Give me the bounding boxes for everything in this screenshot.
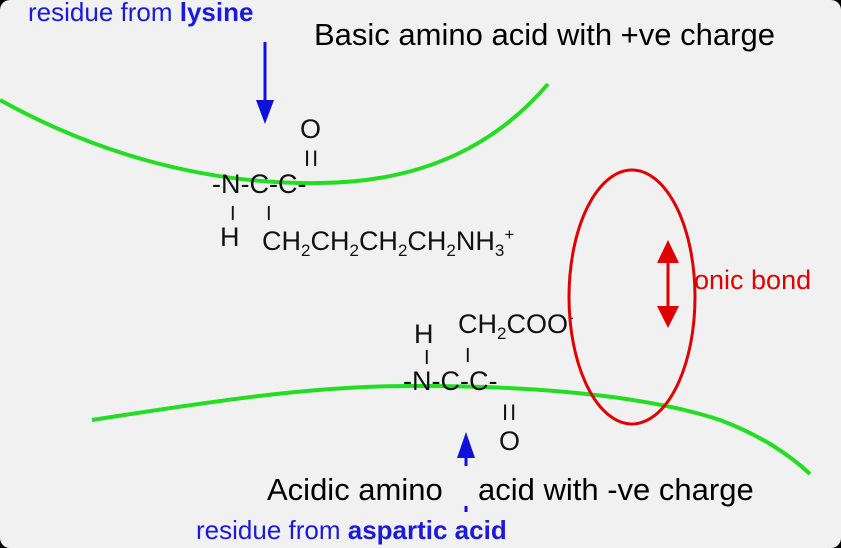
aspartic-carbonyl-double-bond: II xyxy=(502,400,518,425)
ionic-bond-label: onic bond xyxy=(694,265,811,295)
aspartic-n-bond: I xyxy=(424,347,430,369)
aspartic-arrowhead xyxy=(457,432,475,458)
basic-caption: Basic amino acid with +ve charge xyxy=(314,17,775,52)
caption-backing xyxy=(262,466,782,506)
aspartic-label: residue from aspartic acid xyxy=(196,515,507,545)
ionic-bond-arrowhead-up xyxy=(657,240,679,263)
lysine-n-bond: I xyxy=(230,203,236,225)
aspartic-c-bond: I xyxy=(465,345,471,367)
lysine-backbone: -N-C-C- xyxy=(212,169,306,199)
aspartic-residue: H CH2COO- I I -N-C-C- II O xyxy=(403,308,574,456)
aspartic-backbone: -N-C-C- xyxy=(403,366,497,396)
lysine-side-chain: CH2CH2CH2CH2NH3+ xyxy=(262,225,514,260)
ionic-bond-arrowhead-down xyxy=(657,306,679,328)
aspartic-amide-hydrogen: H xyxy=(414,319,434,349)
lysine-residue: O II -N-C-C- I I H CH2CH2CH2CH2NH3+ xyxy=(212,114,514,260)
lysine-arrowhead xyxy=(256,100,274,124)
upper-chain-line xyxy=(0,82,550,186)
lysine-carbonyl-double-bond: II xyxy=(304,146,320,171)
acidic-caption-part2: acid with -ve charge xyxy=(478,472,754,507)
ionic-bond-ring xyxy=(567,168,697,426)
lysine-amide-hydrogen: H xyxy=(220,222,240,252)
lysine-carbonyl-oxygen: O xyxy=(300,114,321,144)
acidic-caption-part1: Acidic amino xyxy=(267,472,443,507)
lysine-label: residue from lysine xyxy=(28,0,253,27)
lysine-c-bond: I xyxy=(266,203,272,225)
aspartic-carbonyl-oxygen: O xyxy=(499,426,520,456)
lower-chain-line xyxy=(91,383,812,476)
aspartic-side-chain: CH2COO- xyxy=(458,308,574,343)
